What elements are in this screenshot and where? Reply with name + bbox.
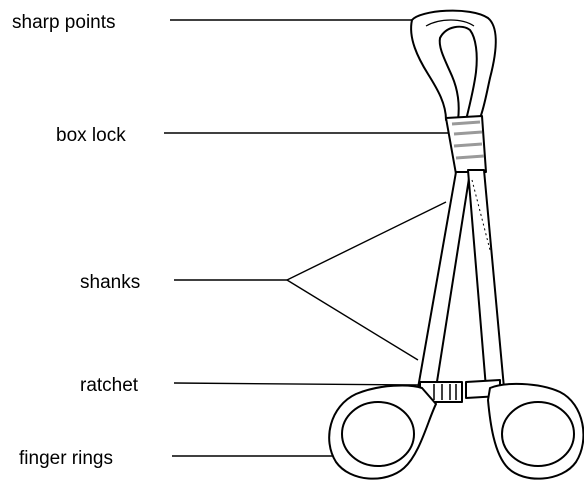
right-finger-ring-hole (502, 402, 574, 466)
leader-shanks-upper (287, 202, 446, 280)
left-shank (418, 172, 470, 388)
leader-shanks-lower (287, 280, 418, 360)
left-finger-ring-hole (342, 402, 414, 466)
forceps-illustration (329, 11, 583, 479)
leader-ratchet (174, 383, 420, 385)
jaws (411, 11, 496, 120)
right-shank (468, 170, 504, 388)
